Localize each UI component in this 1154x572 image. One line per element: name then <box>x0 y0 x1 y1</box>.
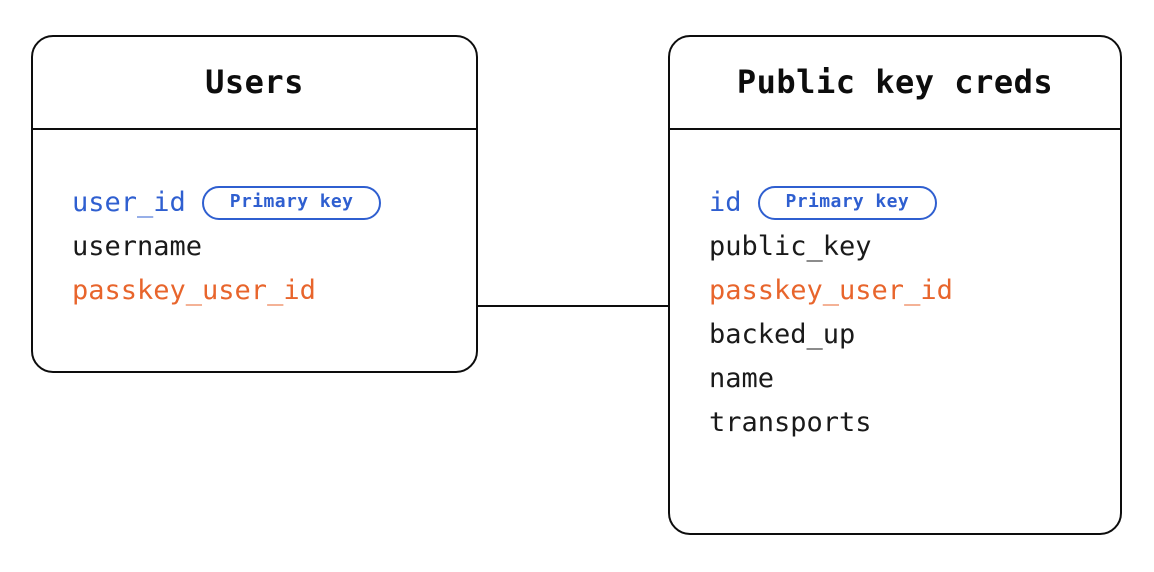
field-row-name[interactable]: name <box>709 350 1120 407</box>
field-row-backed-up[interactable]: backed_up <box>709 306 1120 363</box>
field-row-passkey-user-id[interactable]: passkey_user_id <box>72 262 476 319</box>
field-name-user-id: user_id <box>72 187 186 218</box>
relationship-line-users-to-credentials[interactable] <box>477 305 669 307</box>
field-row-id[interactable]: id Primary key <box>709 174 1120 231</box>
field-list-public-key-creds: id Primary key public_key passkey_user_i… <box>670 130 1120 533</box>
field-list-users: user_id Primary key username passkey_use… <box>33 130 476 371</box>
primary-key-badge: Primary key <box>201 185 382 220</box>
field-name-id: id <box>709 187 742 218</box>
field-row-transports[interactable]: transports <box>709 394 1120 451</box>
field-row-public-key[interactable]: public_key <box>709 218 1120 275</box>
field-name-username: username <box>72 231 203 262</box>
entity-box-public-key-creds[interactable]: Public key creds id Primary key public_k… <box>668 35 1122 535</box>
entity-header-divider <box>670 128 1120 130</box>
field-name-name: name <box>709 363 775 394</box>
entity-header-divider <box>33 128 476 130</box>
entity-title-public-key-creds: Public key creds <box>736 63 1054 101</box>
field-name-passkey-user-id: passkey_user_id <box>709 275 953 306</box>
field-row-user-id[interactable]: user_id Primary key <box>72 174 476 231</box>
primary-key-badge: Primary key <box>757 185 938 220</box>
entity-box-users[interactable]: Users user_id Primary key username passk… <box>31 35 478 373</box>
field-name-backed-up: backed_up <box>709 319 856 350</box>
field-row-passkey-user-id[interactable]: passkey_user_id <box>709 262 1120 319</box>
field-name-passkey-user-id: passkey_user_id <box>72 275 316 306</box>
field-name-transports: transports <box>709 407 872 438</box>
entity-title-users: Users <box>205 63 304 101</box>
field-row-username[interactable]: username <box>72 218 476 275</box>
field-name-public-key: public_key <box>709 231 872 262</box>
